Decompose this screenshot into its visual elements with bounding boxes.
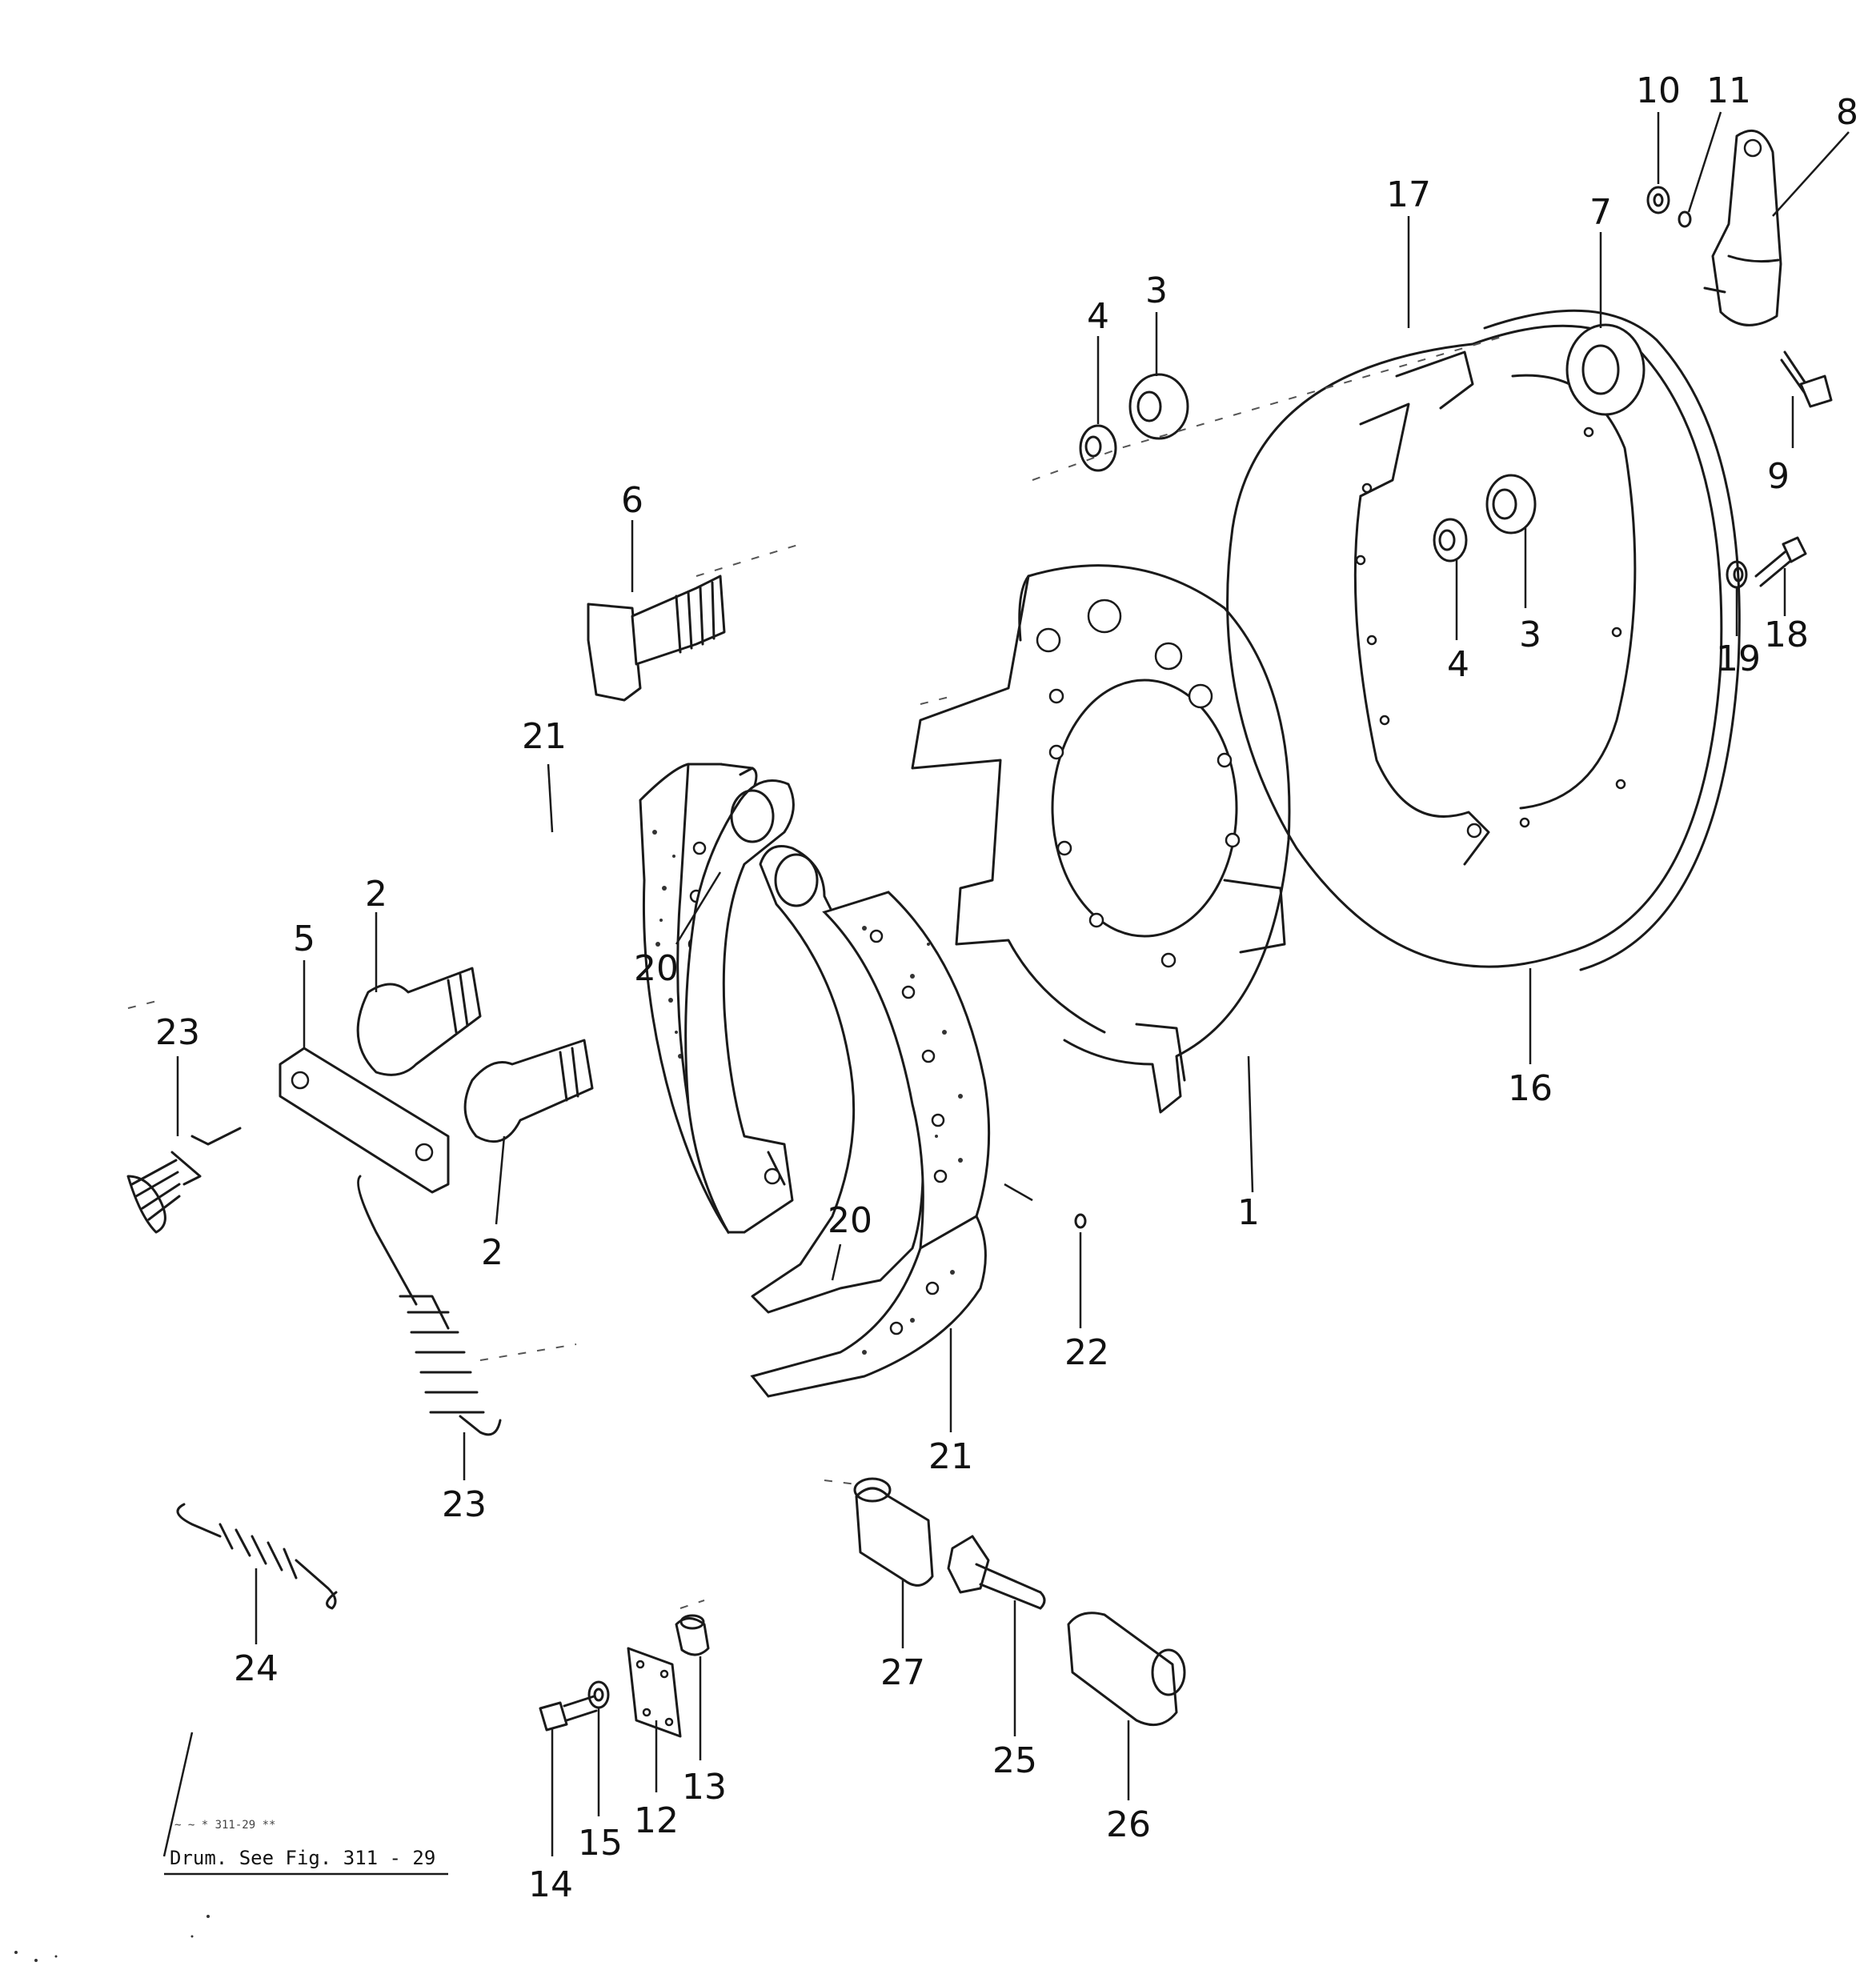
part-23-spring-right [357, 1175, 502, 1436]
callout-26: 26 [1106, 1804, 1151, 1845]
callout-20-bottom: 20 [828, 1200, 872, 1241]
part-18-bolt [1754, 536, 1807, 587]
callout-22: 22 [1064, 1332, 1109, 1373]
part-5-link-plate [279, 1047, 450, 1194]
callout-21-bottom: 21 [928, 1436, 973, 1477]
part-22-pin [1074, 1213, 1087, 1229]
part-15-washer [587, 1680, 610, 1709]
note-reference-text: Drum. See Fig. 311 - 29 [170, 1847, 435, 1869]
part-27-bushing [853, 1477, 934, 1587]
part-2-anchor-pin-upper [356, 967, 482, 1076]
scan-noise [14, 1915, 210, 1962]
part-26-bushing [1067, 1612, 1186, 1727]
callout-11: 11 [1706, 70, 1751, 111]
callout-4-right: 4 [1447, 644, 1469, 685]
part-6-camshaft [587, 575, 726, 702]
part-1-brake-spider [911, 564, 1291, 1114]
part-21-lower-shoe-lining [750, 891, 991, 1398]
callout-16: 16 [1508, 1068, 1553, 1109]
lower-lining-texture [862, 926, 963, 1355]
callout-3-right: 3 [1519, 615, 1541, 655]
callout-2-top: 2 [365, 874, 387, 915]
callout-8: 8 [1836, 92, 1858, 133]
callout-15: 15 [578, 1823, 623, 1864]
callout-13: 13 [682, 1767, 727, 1808]
callout-23-right: 23 [442, 1484, 487, 1525]
callout-20-top: 20 [634, 948, 679, 989]
callout-5: 5 [293, 919, 315, 959]
callout-12: 12 [634, 1800, 679, 1841]
callout-21-top: 21 [522, 716, 567, 757]
callout-24: 24 [234, 1648, 279, 1689]
callout-14: 14 [528, 1864, 573, 1905]
part-3-nut-left [1128, 373, 1189, 440]
callout-9: 9 [1767, 456, 1790, 497]
part-13-bushing [675, 1614, 710, 1656]
part-25-adjuster-bolt [947, 1535, 1046, 1610]
part-10-ring [1646, 186, 1670, 214]
part-24-spring [176, 1503, 338, 1610]
note-upper-line: ~ ~ * 311-29 ** [174, 1819, 275, 1832]
part-4-washer-left [1079, 424, 1117, 472]
callout-labels: 1 2 2 3 3 4 4 5 6 7 8 9 10 11 12 13 14 1… [155, 70, 1858, 1905]
part-11-pin [1678, 210, 1692, 228]
callout-25: 25 [992, 1740, 1037, 1781]
part-7-seal [1565, 323, 1646, 416]
callout-27: 27 [880, 1652, 925, 1693]
callout-2-bottom: 2 [481, 1232, 503, 1273]
part-23-spring-left [126, 1127, 242, 1234]
part-14-bolt [539, 1695, 598, 1732]
callout-7: 7 [1589, 192, 1612, 233]
part-4-washer-right [1433, 518, 1468, 563]
part-8-lever [1703, 129, 1782, 326]
callout-23-left: 23 [155, 1012, 200, 1053]
part-12-plate [627, 1647, 682, 1738]
part-9-bolt [1780, 350, 1833, 408]
callout-4-top: 4 [1087, 296, 1109, 337]
callout-17: 17 [1386, 174, 1431, 215]
lower-shoe-rivet-holes [869, 929, 948, 1335]
callout-1: 1 [1237, 1192, 1260, 1233]
drum-reference-note: ~ ~ * 311-29 ** Drum. See Fig. 311 - 29 [164, 1819, 448, 1876]
leader-lines [162, 111, 1850, 1857]
callout-10: 10 [1636, 70, 1681, 111]
callout-6: 6 [621, 480, 643, 521]
part-3-nut-right [1485, 474, 1537, 535]
callout-19: 19 [1716, 639, 1761, 679]
callout-3-top: 3 [1145, 270, 1168, 311]
callout-18: 18 [1764, 615, 1809, 655]
part-17-dust-shield [1226, 309, 1741, 971]
assembly-centerlines [127, 335, 1505, 1609]
part-20-upper-shoe-web [684, 779, 795, 1234]
part-2-anchor-pin-lower [463, 1039, 594, 1143]
